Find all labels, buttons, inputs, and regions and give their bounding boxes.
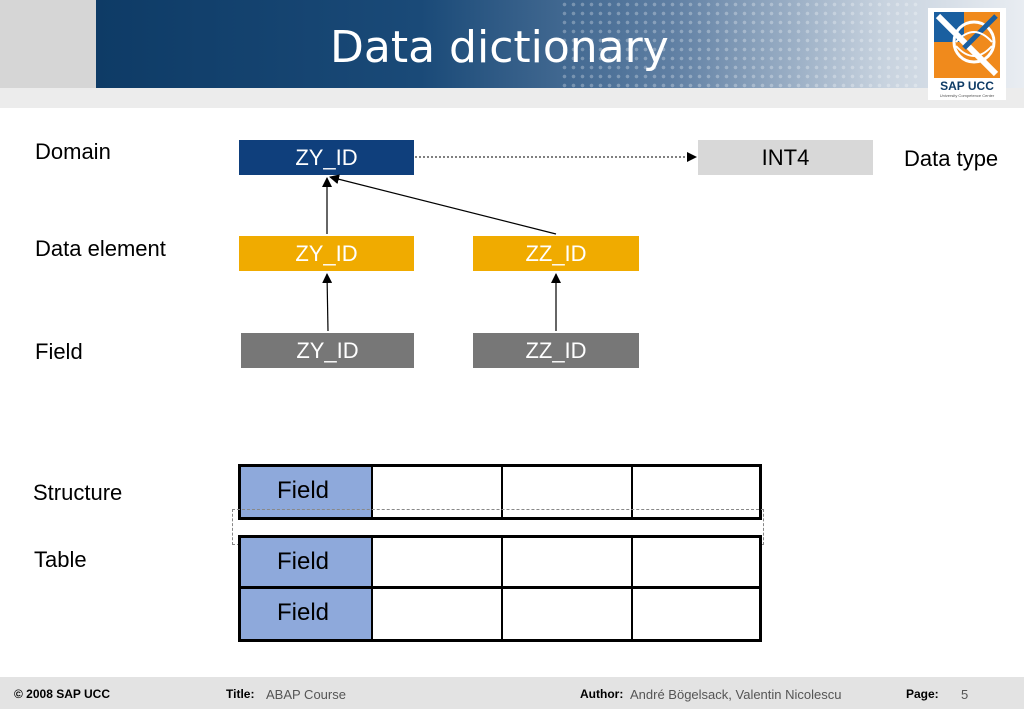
header-dot-pattern bbox=[560, 0, 920, 88]
label-data-type: Data type bbox=[904, 146, 999, 171]
table-cell bbox=[633, 538, 759, 586]
header-left-block bbox=[0, 0, 96, 88]
table-field-cell: Field bbox=[241, 589, 373, 639]
field-box-zz-id: ZZ_ID bbox=[473, 333, 639, 368]
arrow-zz-element-to-domain bbox=[329, 174, 557, 235]
table-cell bbox=[633, 589, 759, 639]
table-cell bbox=[503, 538, 633, 586]
footer-title-label: Title: bbox=[226, 687, 255, 701]
field-box-zy-id: ZY_ID bbox=[241, 333, 414, 368]
slide-title: Data dictionary bbox=[330, 22, 669, 73]
header-banner bbox=[96, 0, 1024, 88]
logo-text: SAP UCC bbox=[940, 79, 994, 93]
footer-title-value: ABAP Course bbox=[266, 687, 346, 702]
table-field-cell: Field bbox=[241, 538, 373, 586]
arrow-zy-field-to-element bbox=[322, 273, 333, 332]
structure-cell bbox=[373, 467, 503, 517]
label-data-element: Data element bbox=[35, 236, 166, 261]
footer-author-label: Author: bbox=[580, 687, 624, 701]
table-row: Field bbox=[238, 586, 762, 642]
data-element-box-zy-id: ZY_ID bbox=[239, 236, 414, 271]
domain-box-zy-id: ZY_ID bbox=[239, 140, 414, 175]
table-cell bbox=[373, 589, 503, 639]
table-cell bbox=[503, 589, 633, 639]
label-domain: Domain bbox=[35, 139, 111, 164]
structure-field-cell: Field bbox=[241, 467, 373, 517]
logo-subtext: University Competence Center bbox=[939, 93, 995, 98]
data-element-box-zz-id: ZZ_ID bbox=[473, 236, 639, 271]
table-row: Field bbox=[238, 535, 762, 589]
label-field: Field bbox=[35, 339, 83, 364]
slide-footer: © 2008 SAP UCC Title: ABAP Course Author… bbox=[0, 677, 1024, 709]
sap-ucc-logo: SAP UCC University Competence Center bbox=[928, 8, 1006, 100]
table-cell bbox=[373, 538, 503, 586]
logo-globe-icon bbox=[934, 12, 1000, 78]
footer-author-value: André Bögelsack, Valentin Nicolescu bbox=[630, 687, 842, 702]
label-table: Table bbox=[34, 547, 87, 572]
footer-copyright: © 2008 SAP UCC bbox=[14, 687, 110, 701]
structure-cell bbox=[503, 467, 633, 517]
label-structure: Structure bbox=[33, 480, 123, 505]
structure-grid: Field bbox=[238, 464, 762, 520]
data-type-box-int4: INT4 bbox=[698, 140, 873, 175]
footer-page-label: Page: bbox=[906, 687, 939, 701]
footer-page-number: 5 bbox=[961, 687, 969, 702]
slide-header: Data dictionary SAP UCC University Compe… bbox=[0, 0, 1024, 108]
